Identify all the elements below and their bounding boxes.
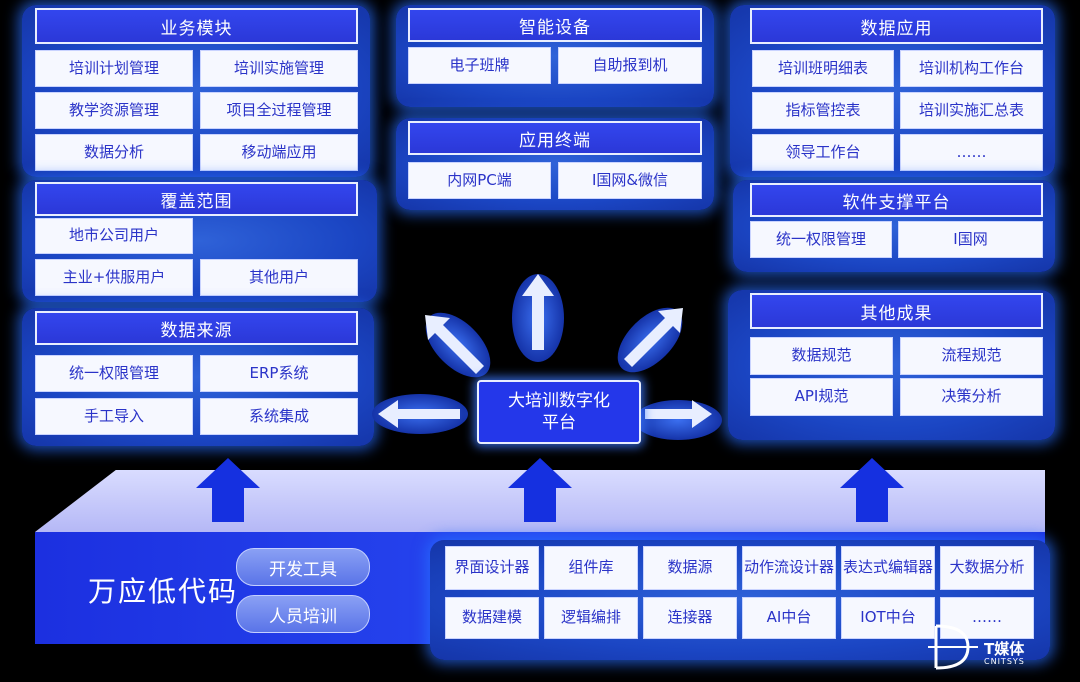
- watermark-name: T媒体: [984, 638, 1024, 659]
- tool-cell: IOT中台: [841, 597, 935, 639]
- tool-cell: 逻辑编排: [544, 597, 638, 639]
- watermark-sub: CNITSYS: [984, 657, 1025, 666]
- training-pill: 人员培训: [236, 595, 370, 633]
- tool-cell: 连接器: [643, 597, 737, 639]
- tool-cell: 数据源: [643, 546, 737, 590]
- tool-cell: 组件库: [544, 546, 638, 590]
- lowcode-title: 万应低代码: [88, 570, 238, 610]
- tool-cell: AI中台: [742, 597, 836, 639]
- tool-cell: 大数据分析: [940, 546, 1034, 590]
- tool-cell: 表达式编辑器: [841, 546, 935, 590]
- tool-cell: 动作流设计器: [742, 546, 836, 590]
- arrow-up-icon: [508, 458, 572, 522]
- watermark-logo-icon: [928, 622, 978, 672]
- tool-cell: 界面设计器: [445, 546, 539, 590]
- dev-tools-pill: 开发工具: [236, 548, 370, 586]
- tool-cell: 数据建模: [445, 597, 539, 639]
- arrow-up-icon: [840, 458, 904, 522]
- arrow-up-icon: [196, 458, 260, 522]
